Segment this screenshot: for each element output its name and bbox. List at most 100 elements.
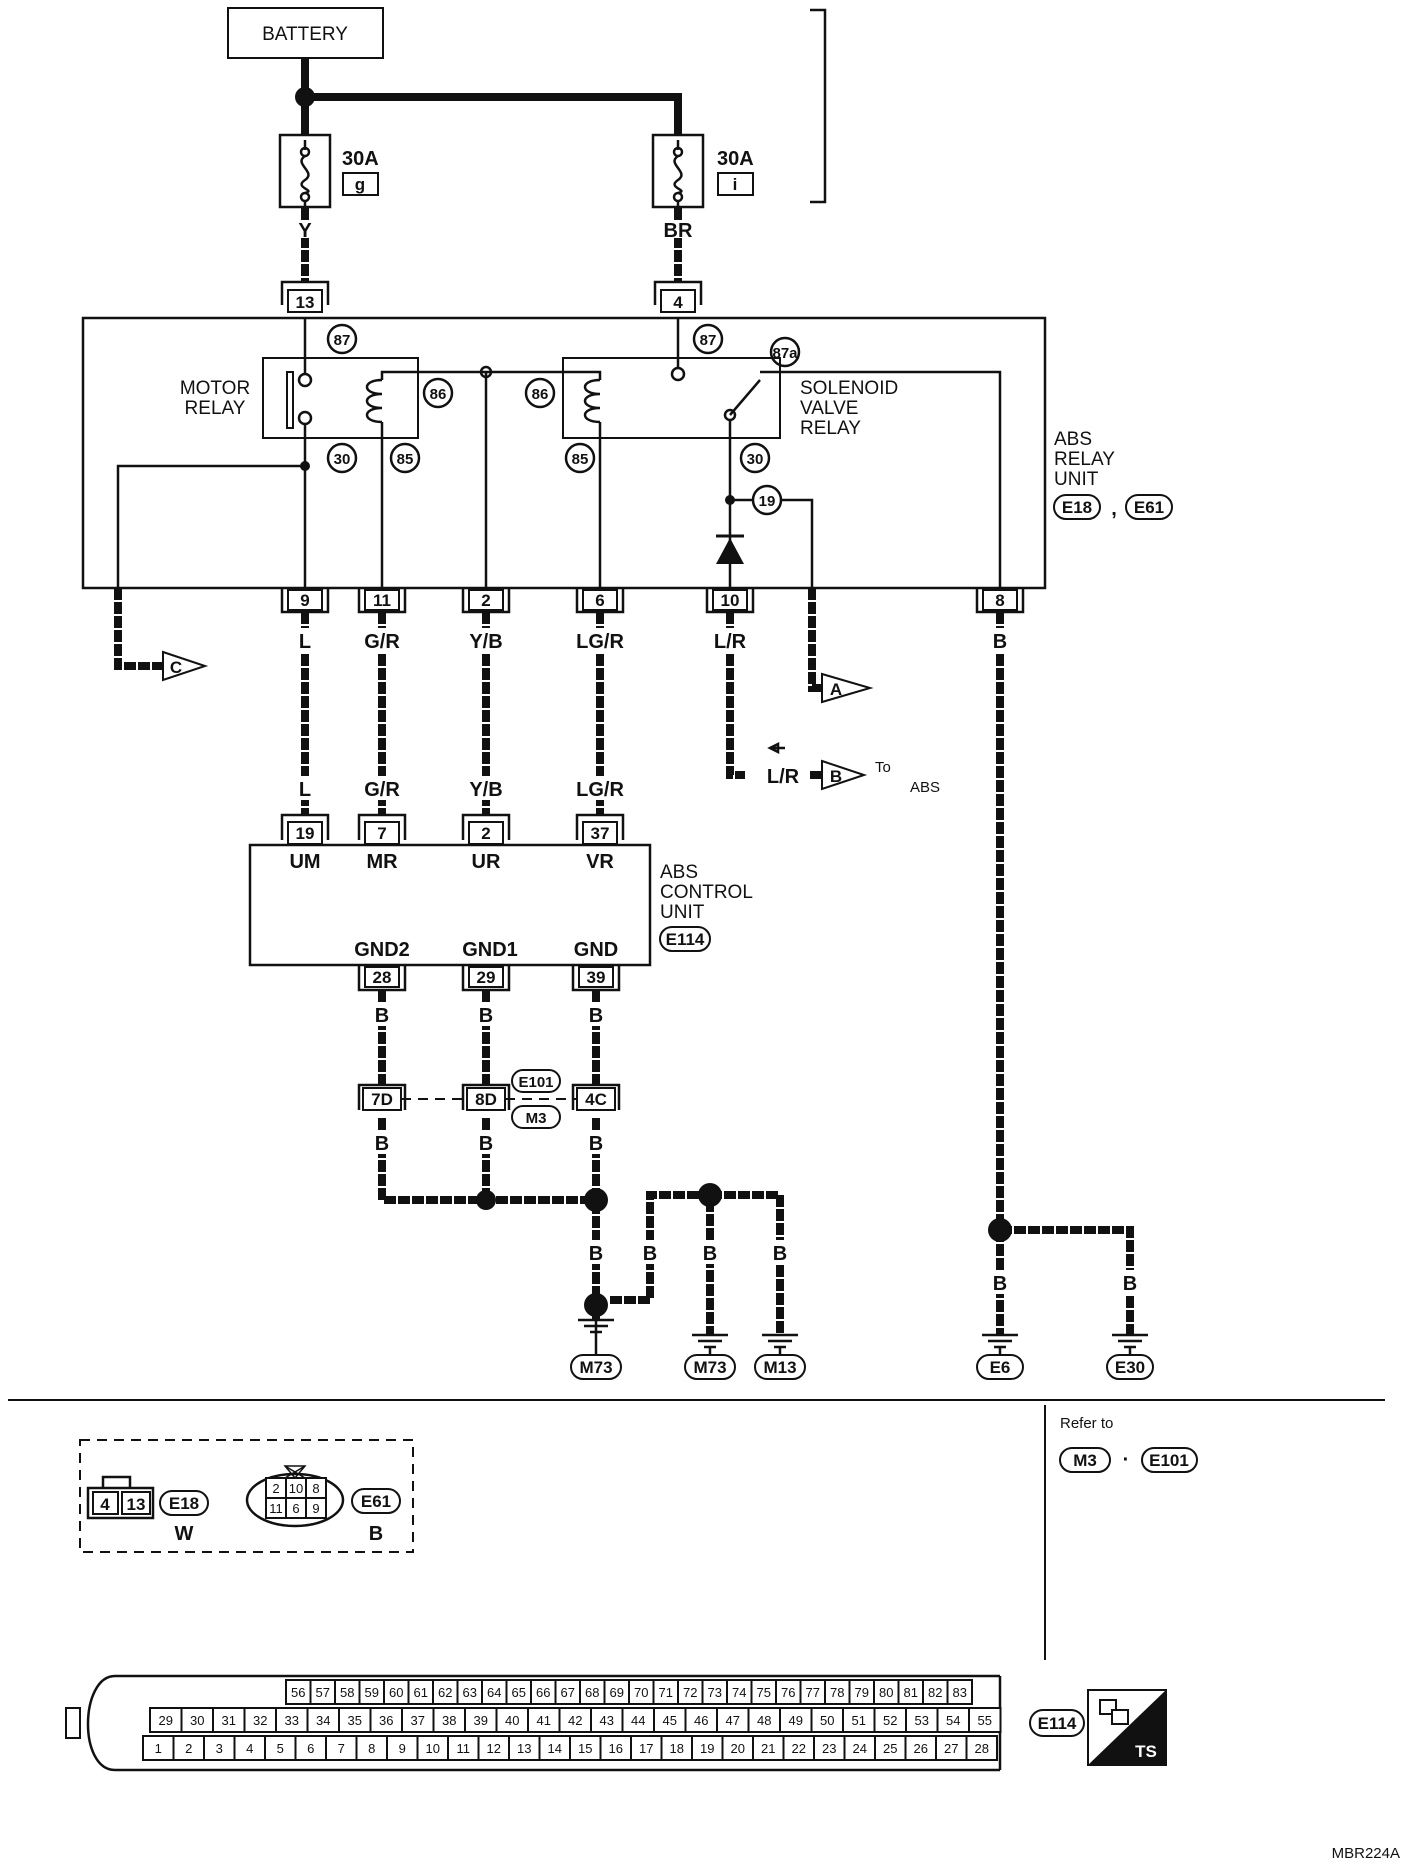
solenoid-relay-box [562,357,781,439]
svg-text:B: B [773,1243,787,1265]
e114-pin-cell [660,1735,693,1761]
e114-pin-label: 79 [855,1685,869,1700]
e114-pin-label: 48 [757,1713,771,1728]
e114-pin-label: 42 [568,1713,582,1728]
abs-control-unit-box [248,843,652,967]
e114-pin-label: 68 [585,1685,599,1700]
fuse-g-id: g [355,175,365,194]
e114-pin-label: 33 [285,1713,299,1728]
e114-pin-label: 6 [307,1741,314,1756]
e114-pin-label: 50 [820,1713,834,1728]
e114-pin-cell [464,1707,498,1733]
e114-pin-cell [149,1707,183,1733]
e114-pin-label: 49 [789,1713,803,1728]
e114-pin-label: 70 [634,1685,648,1700]
e114-pin-cell [813,1735,846,1761]
svg-text:B: B [1123,1273,1137,1295]
svg-text:19: 19 [759,493,776,510]
svg-text:Y/B: Y/B [469,631,502,653]
svg-text:B: B [375,1133,389,1155]
svg-text:30: 30 [747,451,764,468]
bracket-right [810,8,827,204]
e114-pin-label: 24 [853,1741,867,1756]
e114-pin-label: 11 [457,1741,471,1756]
e114-pin-label: 64 [487,1685,501,1700]
svg-text:11: 11 [373,591,391,610]
e114-pin-label: 18 [670,1741,684,1756]
e114-pin-label: 31 [222,1713,236,1728]
relay-unit-label-3: UNIT [1054,469,1099,490]
e114-pin-cell [965,1735,998,1761]
e114-pin-label: 16 [609,1741,623,1756]
ground-ids: M73 M73 M13 E6 E30 [570,1354,1154,1380]
battery-box [227,7,384,59]
svg-text:6: 6 [595,591,604,610]
relay-bottom-connectors: 9 11 2 6 10 8 [280,588,1025,614]
e114-pin-label: 73 [708,1685,722,1700]
svg-text:7D: 7D [371,1090,393,1109]
svg-text:29: 29 [477,968,496,987]
svg-text:7: 7 [377,824,386,843]
e114-pin-label: 51 [852,1713,866,1728]
e114-pin-label: 7 [338,1741,345,1756]
motor-relay-terminals: 87 86 30 85 [326,323,454,474]
relay-unit-e61: E61 [1134,498,1164,517]
svg-text:GND1: GND1 [462,939,518,961]
e114-pin-label: 62 [438,1685,452,1700]
solenoid-label-3: RELAY [800,418,861,439]
e114-pin-label: 20 [731,1741,745,1756]
svg-text:LG/R: LG/R [576,779,624,801]
e114-pin-cell [416,1735,449,1761]
svg-text:L/R: L/R [767,766,800,788]
svg-text:B: B [589,1005,603,1027]
relay-unit-label-1: ABS [1054,429,1092,450]
e114-pin-label: 28 [975,1741,989,1756]
control-unit-label-1: ABS [660,862,698,883]
svg-text:37: 37 [591,824,610,843]
svg-text:4: 4 [100,1495,110,1514]
svg-text:ABS: ABS [910,779,940,796]
e114-pin-label: 58 [340,1685,354,1700]
e114-pin-label: 57 [316,1685,330,1700]
e114-pin-label: 29 [159,1713,173,1728]
svg-text:2: 2 [272,1481,279,1496]
offpage-c: C [162,650,209,682]
svg-text:B: B [589,1243,603,1265]
svg-text:4C: 4C [585,1090,607,1109]
fuse-i [651,133,705,210]
e114-pin-cell [968,1707,1002,1733]
e114-pin-cell [508,1735,541,1761]
e114-pin-cell [407,1679,434,1705]
connector-4: 4 [653,280,703,313]
e18-connector-view: 4 13 E18 W [86,1475,209,1545]
e114-pin-label: 2 [185,1741,192,1756]
e114-pin-label: 63 [463,1685,477,1700]
e114-pin-cell [495,1707,529,1733]
svg-text:E18: E18 [169,1494,199,1513]
e114-pin-label: 14 [548,1741,562,1756]
svg-text:9: 9 [312,1501,319,1516]
e114-pin-label: 55 [978,1713,992,1728]
svg-text:39: 39 [587,968,606,987]
refer-e101: E101 [1149,1451,1189,1470]
svg-text:11: 11 [269,1501,283,1516]
e114-pin-label: 35 [348,1713,362,1728]
e114-pin-cell [935,1735,968,1761]
e114-pin-label: 59 [365,1685,379,1700]
e114-pin-label: 54 [946,1713,960,1728]
e114-pin-label: 19 [700,1741,714,1756]
e114-pin-cell [897,1679,924,1705]
e114-pin-cell [750,1679,777,1705]
e114-pin-cell [810,1707,844,1733]
e114-pin-label: 56 [291,1685,305,1700]
e114-pin-cell [477,1735,510,1761]
e114-pin-label: 43 [600,1713,614,1728]
fuse-i-id: i [733,175,738,194]
wire-labels-lower: L G/R Y/B LG/R [285,776,632,801]
svg-text:85: 85 [397,451,414,468]
junction-connectors: 7D 8D 4C E101 M3 [357,1069,621,1129]
svg-text:6: 6 [292,1501,299,1516]
battery-label: BATTERY [262,24,348,45]
svg-text:G/R: G/R [364,779,400,801]
svg-text:To: To [875,759,891,776]
